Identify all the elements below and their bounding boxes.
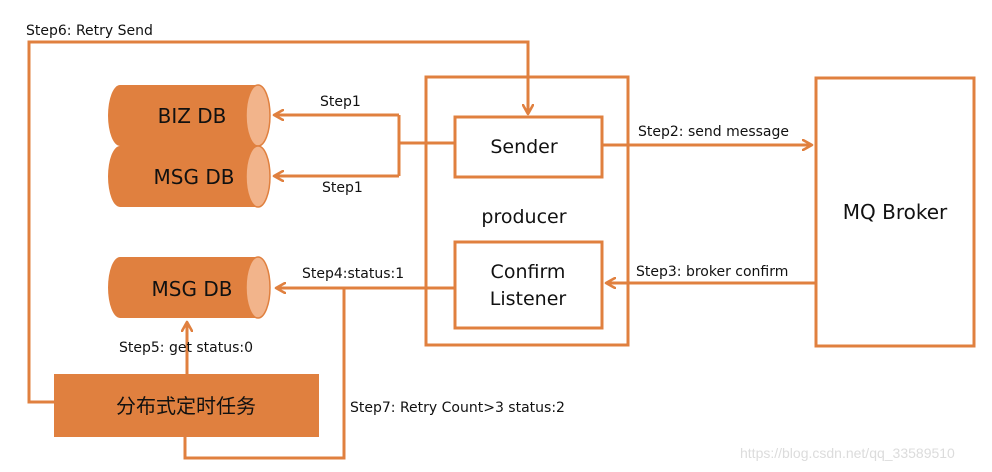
- scheduler-box[interactable]: [54, 374, 319, 437]
- confirm-listener-box[interactable]: [453, 240, 604, 330]
- step3-label: Step3: broker confirm: [636, 264, 788, 280]
- step6-label: Step6: Retry Send: [26, 23, 153, 39]
- step2-label: Step2: send message: [638, 124, 789, 140]
- step4-label: Step4:status:1: [302, 266, 404, 282]
- step1-msg-label: Step1: [322, 180, 363, 196]
- confirm-listener-label-line1: Confirm: [491, 261, 566, 283]
- msg-db-top-label: MSG DB: [154, 165, 235, 189]
- scheduler-label: 分布式定时任务: [116, 394, 256, 418]
- msg-db-bottom-label: MSG DB: [152, 277, 233, 301]
- mq-broker-box[interactable]: [814, 76, 976, 348]
- biz-db-label: BIZ DB: [158, 104, 227, 128]
- step5-label: Step5: get status:0: [119, 340, 253, 356]
- step7-line: [183, 288, 346, 460]
- step1-biz-label: Step1: [320, 94, 361, 110]
- confirm-listener-label-line2: Listener: [490, 288, 567, 310]
- msg-db-cylinder-top[interactable]: MSG DB: [108, 145, 271, 208]
- sender-label: Sender: [490, 136, 558, 158]
- sender-box[interactable]: [453, 115, 604, 179]
- biz-db-cylinder[interactable]: BIZ DB: [108, 84, 271, 147]
- step6-retry-line: [27, 40, 528, 404]
- watermark: https://blog.csdn.net/qq_33589510: [740, 445, 955, 461]
- step7-label: Step7: Retry Count>3 status:2: [350, 400, 565, 416]
- msg-db-cylinder-bottom[interactable]: MSG DB: [108, 256, 271, 319]
- producer-label: producer: [481, 206, 566, 228]
- mq-broker-label: MQ Broker: [843, 200, 948, 224]
- producer-box[interactable]: [424, 75, 630, 347]
